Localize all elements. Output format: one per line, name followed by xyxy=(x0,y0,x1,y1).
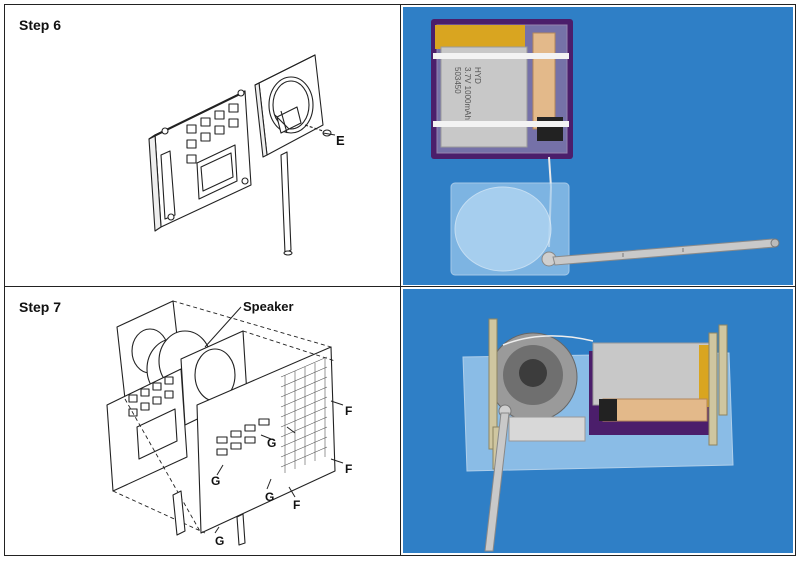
svg-text:HYD: HYD xyxy=(473,67,482,84)
step-6-exploded-diagram: E xyxy=(148,54,345,256)
step-6-row: Step 6 xyxy=(5,5,795,287)
step-6-photo: HYD 3.7V 1000mAh 503450 xyxy=(403,7,793,285)
step-7-photo-cell xyxy=(401,287,795,555)
instruction-table: Step 6 xyxy=(4,4,796,556)
callout-E: E xyxy=(336,133,345,148)
callout-F-3: F xyxy=(293,498,300,512)
step-6-label: Step 6 xyxy=(19,17,62,33)
step-7-photo xyxy=(403,289,793,553)
svg-text:3.7V 1000mAh: 3.7V 1000mAh xyxy=(463,67,472,120)
callout-G-1: G xyxy=(267,436,276,450)
step-6-diagram-cell: Step 6 xyxy=(5,5,401,286)
callout-G-2: G xyxy=(211,474,220,488)
callout-F-1: F xyxy=(345,404,352,418)
step-7-label: Step 7 xyxy=(19,299,62,315)
svg-text:503450: 503450 xyxy=(453,67,462,94)
battery-label: HYD 3.7V 1000mAh 503450 xyxy=(453,67,482,120)
step-7-row: Step 7 xyxy=(5,287,795,555)
step-6-photo-cell: HYD 3.7V 1000mAh 503450 xyxy=(401,5,795,286)
callout-G-4: G xyxy=(215,534,224,548)
step-7-diagram-cell: Step 7 xyxy=(5,287,401,555)
callout-F-2: F xyxy=(345,462,352,476)
step-7-exploded-diagram: Speaker F F F G G G G xyxy=(106,299,352,548)
callout-speaker: Speaker xyxy=(243,299,294,314)
callout-G-3: G xyxy=(265,490,274,504)
